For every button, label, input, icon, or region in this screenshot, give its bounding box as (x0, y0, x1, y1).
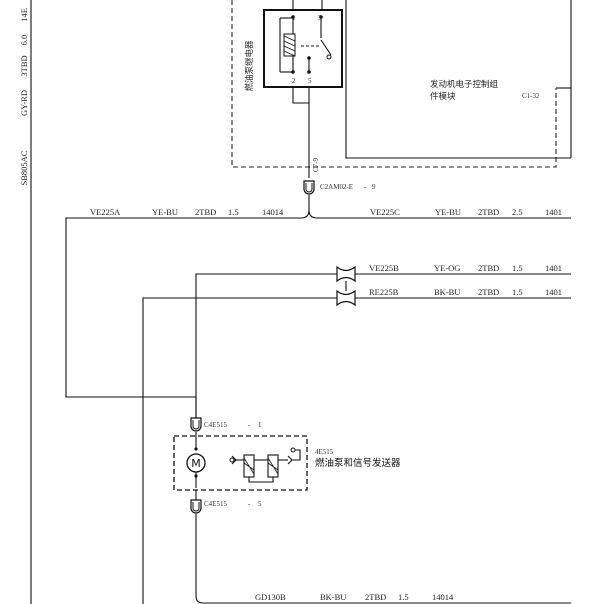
pump-label: 燃油泵和信号发送器 (315, 457, 401, 469)
ecu-label-line1: 发动机电子控制组 (430, 79, 499, 90)
ve225b-id: VE225B (369, 263, 399, 273)
ve225c-color: YE-BU (435, 207, 461, 217)
ve225c-size: 2.5 (512, 207, 523, 217)
relay-pin-1: 1 (292, 14, 296, 22)
ve225c-spec: 2TBD (478, 207, 499, 217)
gd130b-id: GD130B (255, 592, 286, 602)
pump-node-bottom (194, 474, 198, 478)
splice-x-icon (336, 265, 356, 307)
c4e515-top-pin: 1 (258, 421, 262, 429)
gd130b-color: BK-BU (320, 592, 346, 602)
wire-c7-label: C7-9 (312, 158, 320, 173)
gd130b-size: 1.5 (398, 592, 409, 602)
margin-label-size: 6.0 (19, 35, 29, 46)
margin-label-wire-id: SB805AC (19, 150, 29, 185)
ve225c-circuit: 1401 (545, 207, 562, 217)
variable-resistor-icon (229, 447, 301, 483)
ecu-control-wire (345, 0, 571, 159)
relay-output-link (292, 87, 309, 104)
pump-node-top (194, 447, 198, 451)
ve225b-spec: 2TBD (478, 263, 499, 273)
re225b-spec: 2TBD (478, 287, 499, 297)
c4e515-top-dash: - (248, 421, 251, 429)
re225b-size: 1.5 (512, 287, 523, 297)
ve225a-spec: 2TBD (195, 207, 216, 217)
ve225a-circuit: 14014 (262, 207, 284, 217)
ecu-boundary (231, 0, 557, 168)
relay-pin-3: 3 (318, 14, 322, 22)
ecu-connector-label: C1-32 (522, 92, 540, 100)
wire-re225b-left (142, 297, 337, 604)
wire-junction (300, 209, 310, 219)
pump-code: 4E515 (315, 448, 334, 456)
c4e515-bottom-pin: 5 (258, 500, 262, 508)
ve225a-color: YE-BU (152, 207, 178, 217)
c4e515-top-name: C4E515 (204, 421, 227, 429)
ecu-label-line2: 件模块 (430, 91, 456, 102)
ve225a-id: VE225A (90, 207, 121, 217)
margin-label-circuit: 14E (19, 8, 29, 22)
wire-ve225b-left (195, 273, 337, 418)
re225b-circuit: 1401 (545, 287, 562, 297)
c2am02-dash: - (364, 183, 367, 191)
fuel-pump-component (173, 435, 308, 491)
relay-pin-2: 2 (292, 77, 296, 85)
svg-text:M: M (191, 457, 201, 470)
margin-label-color: GY-RD (19, 90, 29, 116)
c2am02-name: C2AM02-E (320, 183, 353, 191)
relay-pin-5: 5 (308, 77, 312, 85)
connector-c4e515-bottom-icon (190, 499, 202, 514)
gd130b-circuit: 14014 (432, 592, 454, 602)
ve225b-color: YE-OG (434, 263, 460, 273)
motor-M-icon: M (186, 453, 206, 473)
connector-c2am02-icon (303, 180, 315, 195)
wire-ve225a (65, 217, 301, 418)
ve225b-size: 1.5 (512, 263, 523, 273)
c2am02-pin: 9 (372, 183, 376, 191)
c4e515-bottom-dash: - (248, 500, 251, 508)
connector-c4e515-top-icon (190, 417, 202, 432)
relay-label: 燃油泵继电器 (244, 40, 255, 92)
fuel-pump-relay (263, 9, 343, 88)
re225b-color: BK-BU (434, 287, 460, 297)
margin-label-spec: 3TBD (19, 55, 29, 76)
ve225c-id: VE225C (370, 207, 400, 217)
ve225a-size: 1.5 (228, 207, 239, 217)
gd130b-spec: 2TBD (365, 592, 386, 602)
c4e515-bottom-name: C4E515 (204, 500, 227, 508)
wire-gd130b (195, 514, 571, 604)
re225b-id: RE225B (369, 287, 399, 297)
ve225b-circuit: 1401 (545, 263, 562, 273)
